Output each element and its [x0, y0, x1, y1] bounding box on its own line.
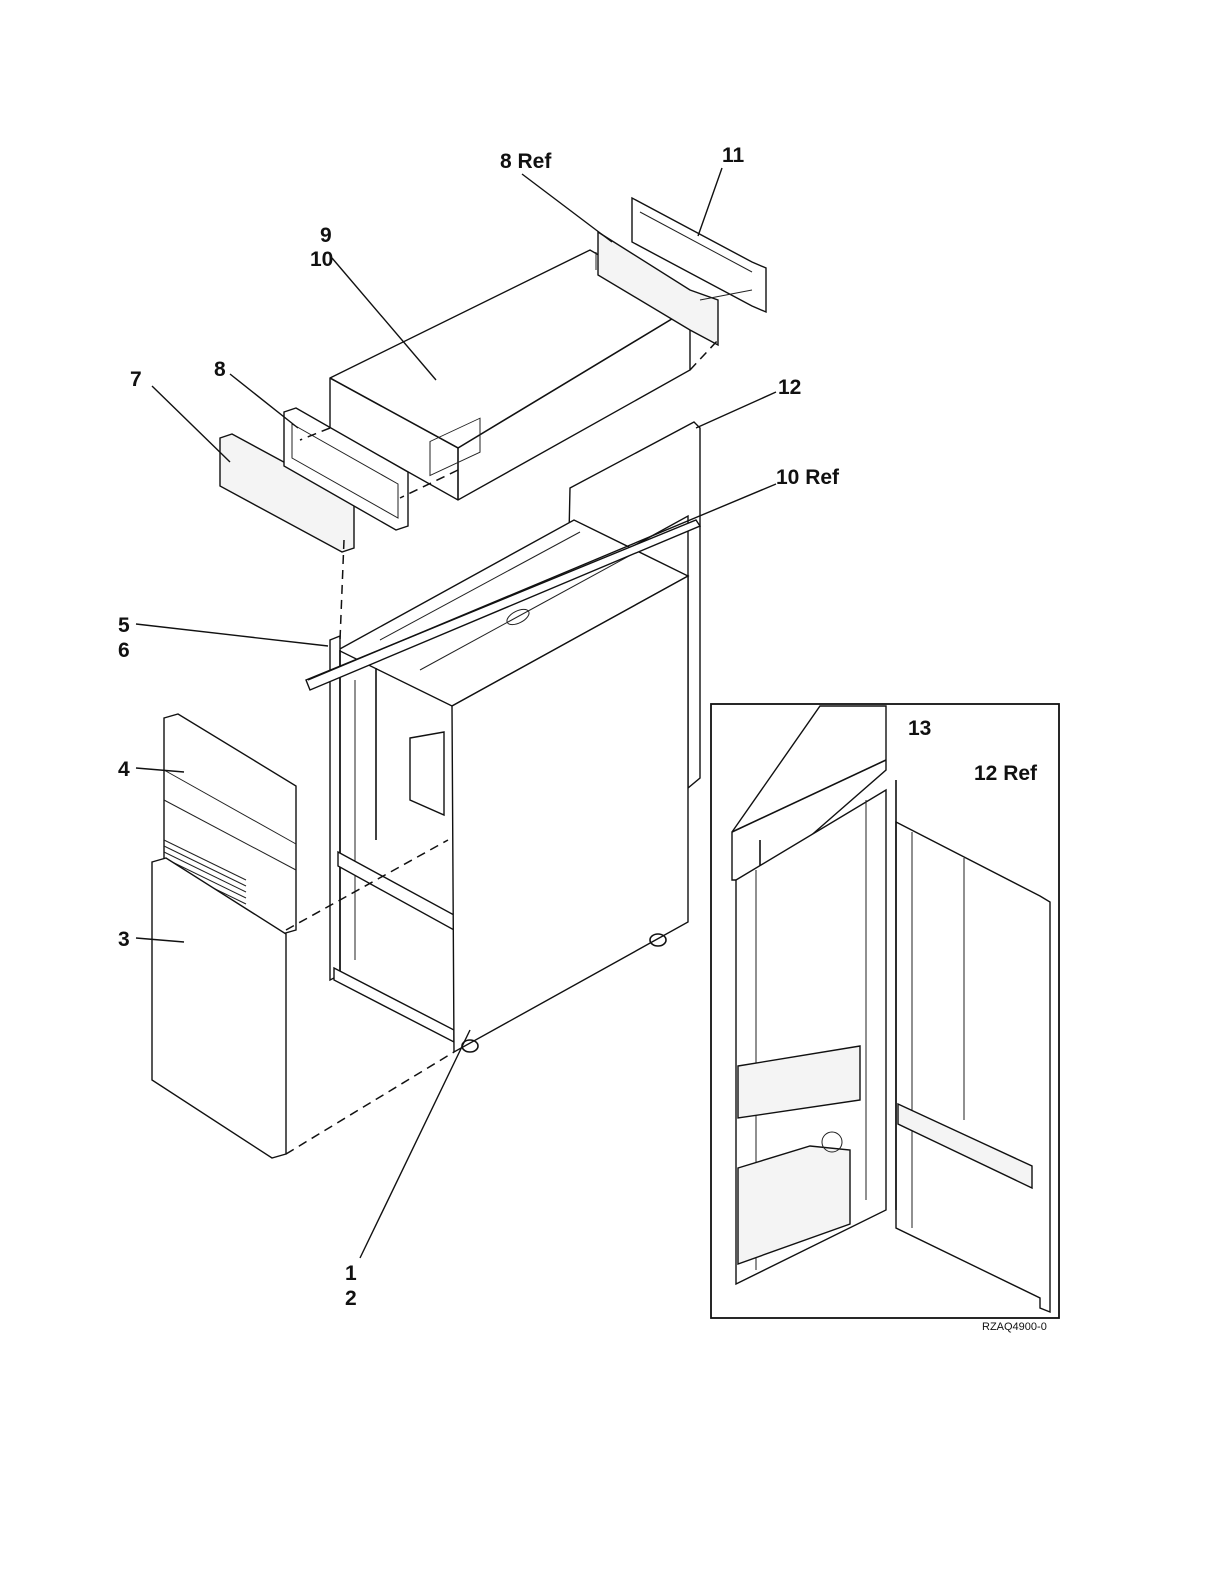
- callout-8: 8: [214, 358, 226, 381]
- callout-3: 3: [118, 928, 130, 951]
- callout-10-ref: 10 Ref: [776, 466, 840, 489]
- callout-7: 7: [130, 368, 142, 391]
- callout-13: 13: [908, 717, 931, 740]
- callout-12: 12: [778, 376, 801, 399]
- callout-4: 4: [118, 758, 130, 781]
- callout-5: 5: [118, 614, 130, 637]
- callout-11: 11: [722, 144, 745, 167]
- callout-10: 10: [310, 248, 333, 271]
- inset-detail-view: [711, 704, 1059, 1318]
- callout-9: 9: [320, 224, 332, 247]
- rack-frame: [306, 418, 700, 1052]
- figure-id: RZAQ4900-0: [982, 1321, 1047, 1333]
- callout-6: 6: [118, 639, 130, 662]
- callout-1: 1: [345, 1262, 357, 1285]
- callout-8-ref: 8 Ref: [500, 150, 552, 173]
- callout-12-ref: 12 Ref: [974, 762, 1038, 785]
- callout-2: 2: [345, 1287, 357, 1310]
